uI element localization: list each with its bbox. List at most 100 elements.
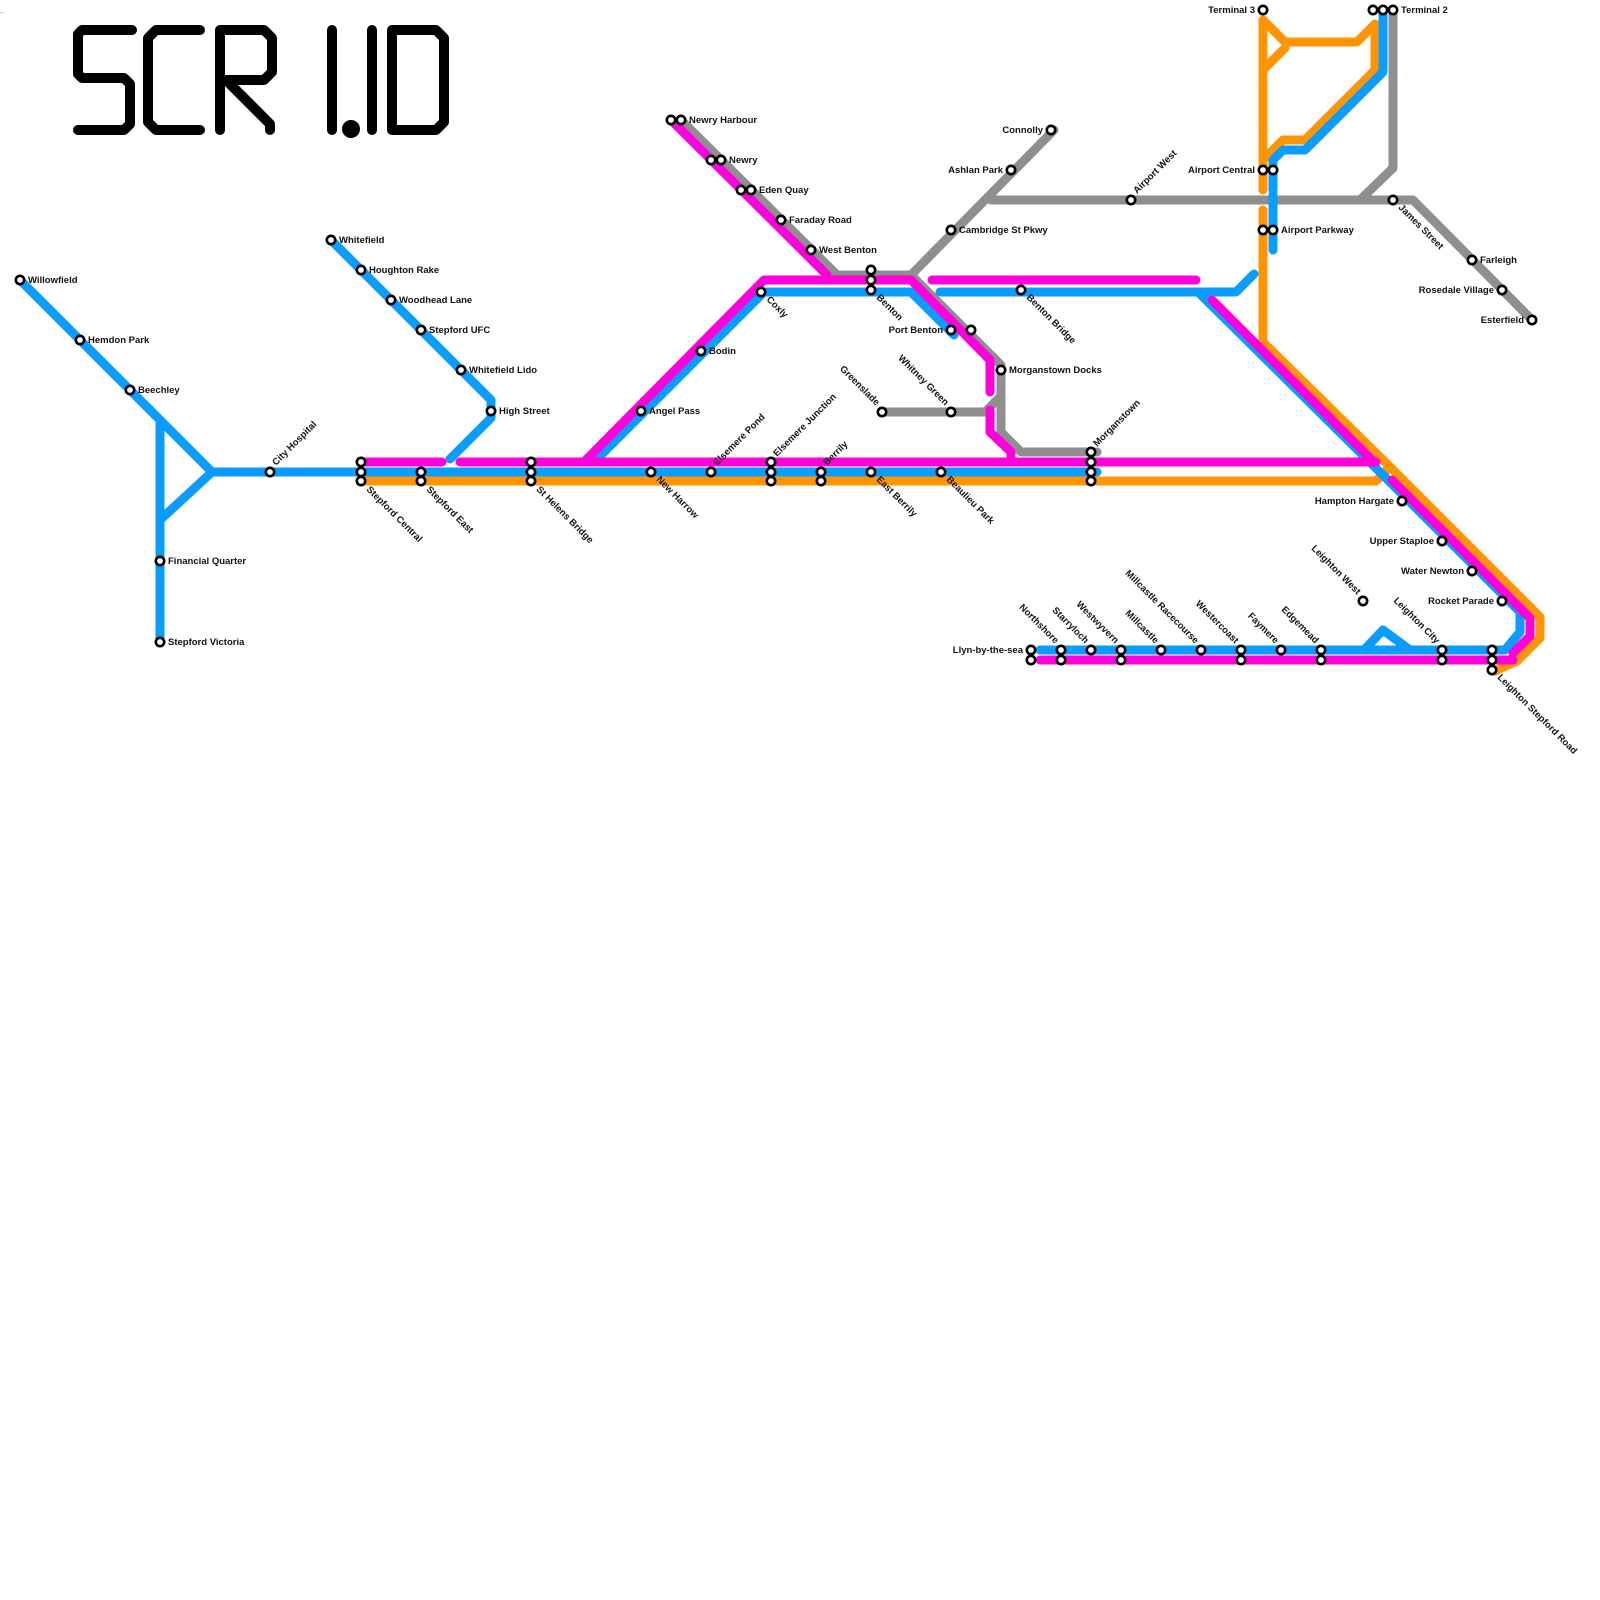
station-marker[interactable] (357, 458, 365, 466)
station-marker[interactable] (967, 326, 975, 334)
station-marker[interactable] (677, 116, 685, 124)
station-marker[interactable] (1269, 166, 1277, 174)
station-marker[interactable] (527, 477, 535, 485)
station-marker[interactable] (1438, 646, 1446, 654)
station-marker[interactable] (1197, 646, 1205, 654)
station-marker[interactable] (527, 458, 535, 466)
station-marker[interactable] (527, 468, 535, 476)
station-elsemere-pond[interactable]: Elsemere Pond (707, 412, 768, 477)
station-marker[interactable] (1087, 468, 1095, 476)
station-marker[interactable] (1528, 316, 1536, 324)
station-houghton-rake[interactable]: Houghton Rake (357, 265, 439, 276)
station-marker[interactable] (1007, 166, 1015, 174)
station-hampton-hargate[interactable]: Hampton Hargate (1315, 496, 1406, 507)
station-marker[interactable] (707, 468, 715, 476)
station-morganstown[interactable]: Morganstown (1087, 398, 1143, 486)
station-marker[interactable] (867, 468, 875, 476)
station-marker[interactable] (357, 266, 365, 274)
station-marker[interactable] (867, 276, 875, 284)
station-marker[interactable] (737, 186, 745, 194)
station-marker[interactable] (1389, 196, 1397, 204)
station-llyn-by-the-sea[interactable]: Llyn-by-the-sea (953, 645, 1035, 664)
station-stepford-victoria[interactable]: Stepford Victoria (156, 637, 245, 648)
station-marker[interactable] (1379, 6, 1387, 14)
station-marker[interactable] (1047, 126, 1055, 134)
station-marker[interactable] (707, 156, 715, 164)
station-upper-staploe[interactable]: Upper Staploe (1370, 536, 1447, 547)
station-newry-harbour[interactable]: Newry Harbour (667, 115, 758, 126)
station-marker[interactable] (417, 326, 425, 334)
station-whitney-green[interactable]: Whitney Green (895, 353, 955, 416)
station-marker[interactable] (1317, 656, 1325, 664)
station-marker[interactable] (767, 458, 775, 466)
station-marker[interactable] (767, 468, 775, 476)
station-marker[interactable] (1237, 656, 1245, 664)
station-marker[interactable] (1259, 166, 1267, 174)
station-marker[interactable] (697, 347, 705, 355)
station-water-newton[interactable]: Water Newton (1401, 566, 1476, 577)
station-marker[interactable] (1087, 646, 1095, 654)
station-marker[interactable] (1087, 458, 1095, 466)
station-marker[interactable] (947, 226, 955, 234)
station-marker[interactable] (1087, 448, 1095, 456)
station-marker[interactable] (717, 156, 725, 164)
station-marker[interactable] (1259, 226, 1267, 234)
station-marker[interactable] (156, 638, 164, 646)
station-airport-central[interactable]: Airport Central (1188, 165, 1277, 176)
station-marker[interactable] (1438, 537, 1446, 545)
station-millcastle-racecourse[interactable]: Millcastle Racecourse (1123, 568, 1206, 654)
station-marker[interactable] (1359, 597, 1367, 605)
station-financial-quarter[interactable]: Financial Quarter (156, 556, 247, 567)
station-marker[interactable] (867, 266, 875, 274)
station-marker[interactable] (1369, 6, 1377, 14)
station-marker[interactable] (637, 407, 645, 415)
station-marker[interactable] (1398, 497, 1406, 505)
station-marker[interactable] (1389, 6, 1397, 14)
station-marker[interactable] (947, 408, 955, 416)
station-marker[interactable] (1468, 256, 1476, 264)
station-marker[interactable] (357, 468, 365, 476)
station-edgemead[interactable]: Edgemead (1279, 604, 1325, 664)
station-rocket-parade[interactable]: Rocket Parade (1428, 596, 1506, 607)
station-marker[interactable] (156, 557, 164, 565)
station-rosedale-village[interactable]: Rosedale Village (1419, 285, 1507, 296)
station-marker[interactable] (878, 408, 886, 416)
station-marker[interactable] (126, 386, 134, 394)
station-marker[interactable] (777, 216, 785, 224)
station-marker[interactable] (997, 366, 1005, 374)
station-greenslade[interactable]: Greenslade (837, 364, 886, 416)
station-marker[interactable] (1468, 567, 1476, 575)
station-marker[interactable] (387, 296, 395, 304)
station-marker[interactable] (1027, 646, 1035, 654)
station-marker[interactable] (1057, 646, 1065, 654)
station-eden-quay[interactable]: Eden Quay (737, 185, 810, 196)
station-marker[interactable] (1488, 646, 1496, 654)
station-marker[interactable] (1237, 646, 1245, 654)
station-marker[interactable] (1017, 286, 1025, 294)
station-marker[interactable] (807, 246, 815, 254)
station-marker[interactable] (1277, 646, 1285, 654)
station-marker[interactable] (817, 468, 825, 476)
station-marker[interactable] (1498, 286, 1506, 294)
station-marker[interactable] (1057, 656, 1065, 664)
station-marker[interactable] (1317, 646, 1325, 654)
station-marker[interactable] (1087, 477, 1095, 485)
station-marker[interactable] (417, 477, 425, 485)
station-marker[interactable] (487, 407, 495, 415)
station-marker[interactable] (1438, 656, 1446, 664)
station-marker[interactable] (1157, 646, 1165, 654)
station-marker[interactable] (457, 366, 465, 374)
station-marker[interactable] (327, 236, 335, 244)
station-terminal-2[interactable]: Terminal 2 (1369, 5, 1448, 16)
station-marker[interactable] (1027, 656, 1035, 664)
station-marker[interactable] (667, 116, 675, 124)
station-terminal-3[interactable]: Terminal 3 (1208, 5, 1267, 16)
station-marker[interactable] (266, 468, 274, 476)
station-cambridge-st-pkwy[interactable]: Cambridge St Pkwy (947, 225, 1049, 236)
station-faraday-road[interactable]: Faraday Road (777, 215, 852, 226)
station-morganstown-docks[interactable]: Morganstown Docks (997, 365, 1102, 376)
station-marker[interactable] (1488, 656, 1496, 664)
station-marker[interactable] (747, 186, 755, 194)
station-marker[interactable] (1117, 646, 1125, 654)
station-marker[interactable] (757, 288, 765, 296)
